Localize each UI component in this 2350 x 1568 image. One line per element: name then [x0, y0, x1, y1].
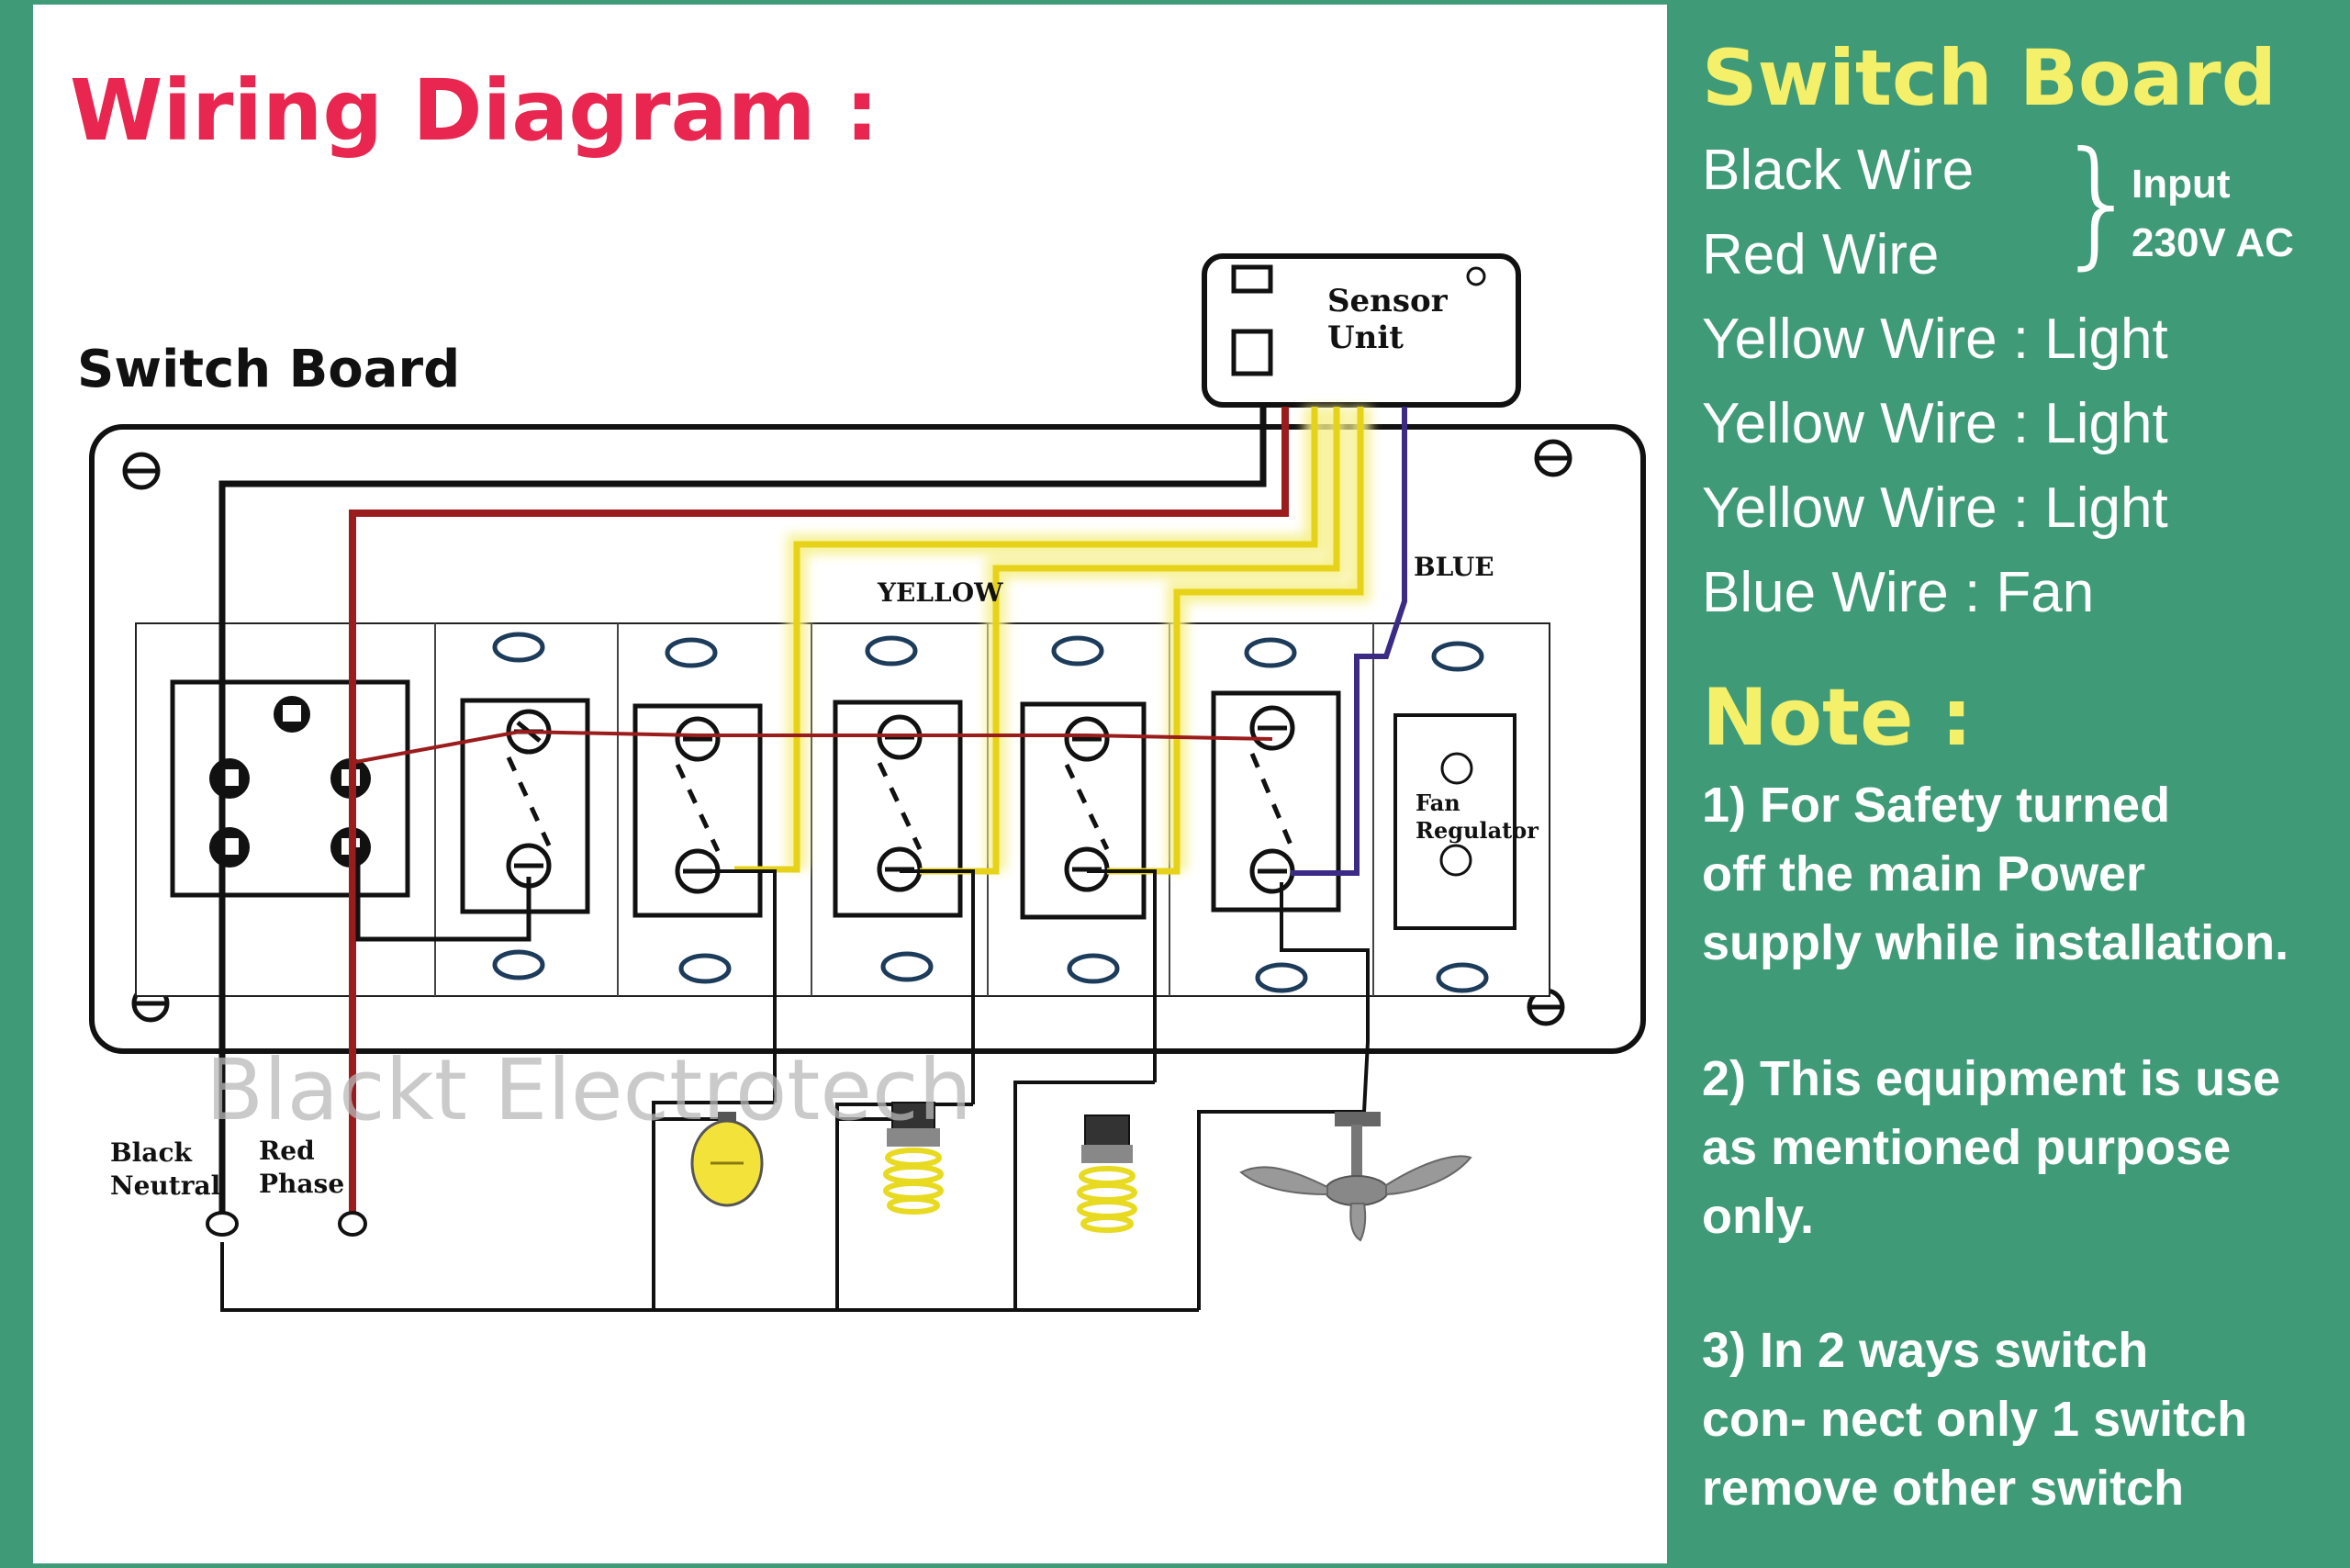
red-loop	[350, 729, 1273, 765]
neutral-label-line2: Neutral	[110, 1170, 220, 1201]
black-wire-line: Black Wire	[1702, 139, 1975, 202]
note-3-line-1: 3) In 2 ways switch	[1702, 1323, 2149, 1378]
sensor-indicator-2	[1231, 329, 1273, 376]
note-2-line-2: as mentioned purpose	[1702, 1120, 2232, 1175]
switch-5	[1211, 637, 1341, 993]
wiring-diagram-panel: Wiring Diagram : Switch Board	[33, 5, 1667, 1563]
socket-holes	[209, 696, 371, 868]
incandescent-bulb	[690, 1112, 764, 1207]
note-3-line-3: remove other switch	[1702, 1461, 2185, 1516]
sensor-label-line1: Sensor	[1327, 283, 1449, 319]
sensor-led	[1466, 266, 1486, 286]
input-label-line2: 230V AC	[2132, 220, 2294, 265]
note-1-line-3: supply while installation.	[1702, 915, 2289, 970]
switch-1	[460, 632, 590, 980]
socket-link	[355, 847, 532, 942]
switch-terminals	[506, 705, 1295, 894]
note-3-line-2: con- nect only 1 switch	[1702, 1392, 2248, 1447]
wire-line-3: Yellow Wire : Light	[1702, 476, 2168, 540]
neutral-label-line1: Black	[110, 1137, 192, 1168]
info-panel: Switch Board Black Wire Red Wire } Input…	[1669, 0, 2350, 1568]
fan-regulator-line2: Regulator	[1416, 817, 1539, 844]
switch-contacts	[506, 753, 1295, 853]
phase-label-line1: Red	[259, 1136, 315, 1166]
blue-label: BLUE	[1414, 552, 1494, 582]
phase-label-line2: Phase	[259, 1169, 344, 1199]
yellow-label: YELLOW	[877, 577, 1003, 608]
note-heading: Note :	[1702, 672, 1973, 764]
wire-line-2: Yellow Wire : Light	[1702, 392, 2168, 455]
ceiling-fan	[1239, 1112, 1472, 1242]
black-wire-sensor	[218, 407, 1267, 1224]
wiring-diagram: Sensor Unit YELLOW BLUE Fan Regulator Bl…	[89, 253, 1646, 1312]
switch-modules	[460, 632, 1516, 993]
sensor-label-line2: Unit	[1327, 319, 1404, 356]
red-wire-line: Red Wire	[1702, 223, 1940, 286]
input-label-line1: Input	[2132, 162, 2231, 207]
neutral-terminal	[206, 1211, 239, 1237]
note-1-line-1: 1) For Safety turned	[1702, 778, 2171, 833]
sensor-indicator-1	[1231, 264, 1273, 294]
fan-regulator-line1: Fan	[1416, 790, 1460, 816]
note-1-line-2: off the main Power	[1702, 846, 2146, 902]
phase-terminal	[338, 1211, 367, 1237]
note-2-line-3: only.	[1702, 1189, 1815, 1244]
note-2-line-1: 2) This equipment is use	[1702, 1051, 2281, 1106]
brace-icon: }	[2054, 123, 2143, 283]
red-wire-sensor	[349, 407, 1289, 1224]
sensor-unit	[1202, 253, 1521, 408]
wire-line-4: Blue Wire : Fan	[1702, 561, 2095, 624]
switch-3	[833, 635, 963, 982]
info-heading: Switch Board	[1702, 33, 2277, 123]
switch-2	[632, 637, 763, 984]
blue-wire	[1291, 407, 1407, 876]
cfl-bulb-2	[1077, 1114, 1137, 1233]
cfl-bulb-1	[883, 1102, 944, 1215]
watermark: Blackt Electrotech	[206, 1041, 972, 1139]
switch-4	[1020, 635, 1147, 984]
fan-regulator-module	[1393, 641, 1516, 993]
wire-line-1: Yellow Wire : Light	[1702, 308, 2168, 371]
switch-board-label: Switch Board	[77, 340, 461, 399]
diagram-title: Wiring Diagram :	[70, 62, 879, 160]
